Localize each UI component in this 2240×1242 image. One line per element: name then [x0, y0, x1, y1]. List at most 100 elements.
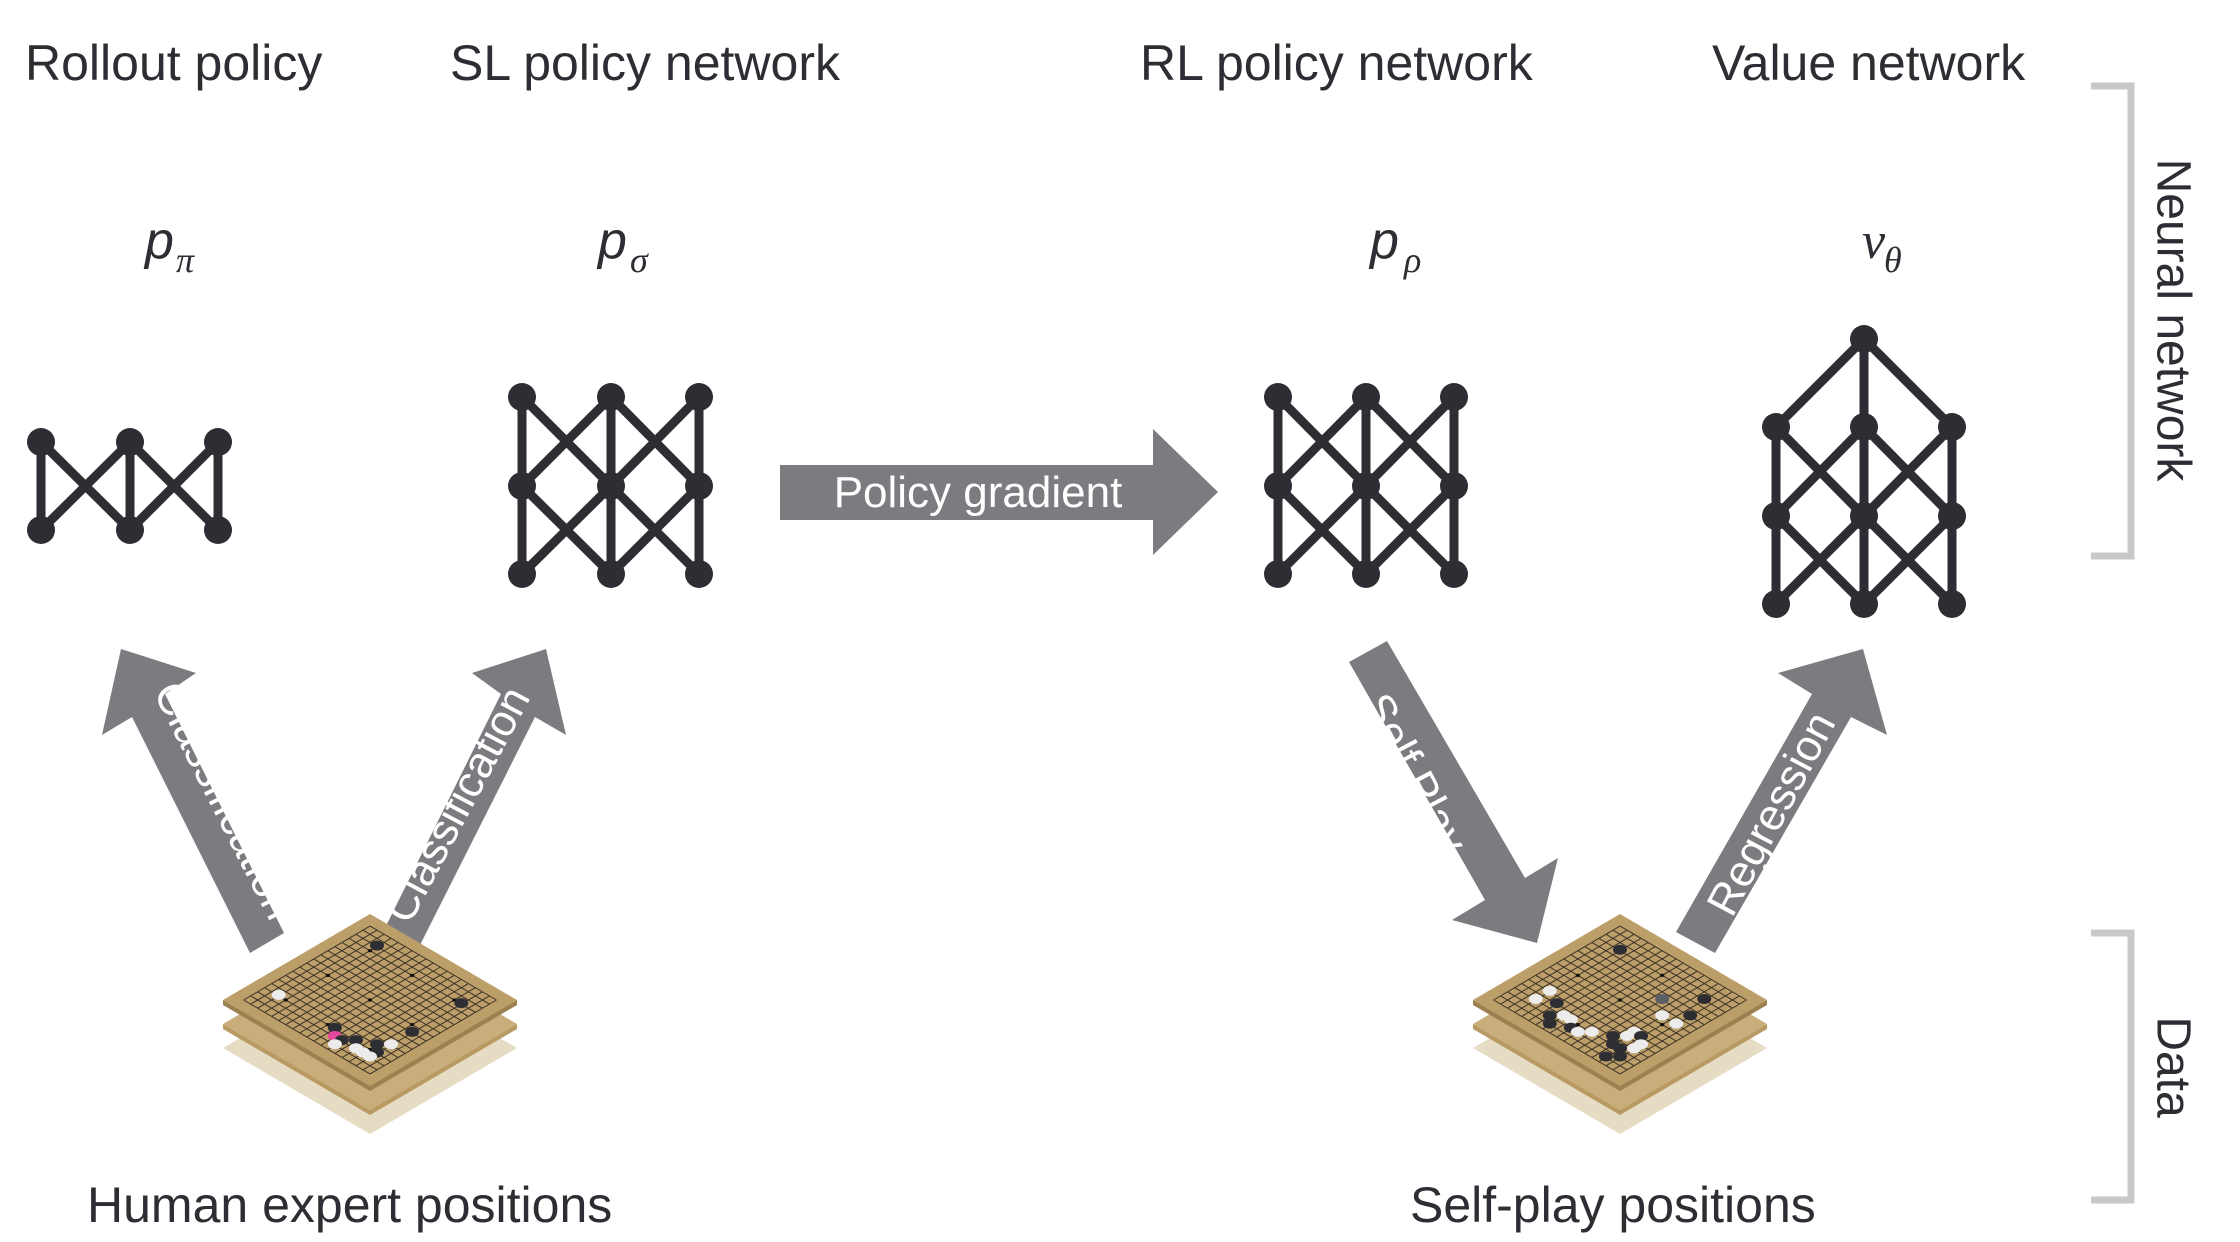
network-output-node — [1850, 325, 1878, 353]
symbol-p-rho: p ρ — [1368, 212, 1421, 280]
data-bracket-line — [2091, 929, 2135, 1204]
network-node — [1264, 560, 1292, 588]
board-grid — [243, 925, 497, 1075]
network-edge — [1860, 423, 1956, 520]
network-node — [597, 472, 625, 500]
go-stone-white — [384, 1039, 399, 1050]
go-stone-black — [348, 1035, 363, 1046]
network-node — [1440, 383, 1468, 411]
network-node — [1440, 472, 1468, 500]
symbol-subscript: π — [176, 240, 195, 280]
classification-arrow-right-shape — [383, 649, 566, 953]
classification-right-label: Classification — [375, 679, 540, 931]
value-network-graph — [1762, 325, 1966, 618]
network-node — [508, 383, 536, 411]
neural-network-bracket-label: Neural network — [2146, 159, 2199, 483]
go-stone-white — [1620, 1030, 1635, 1041]
go-stone-black — [1613, 1051, 1627, 1062]
human-expert-board-stack — [223, 914, 517, 1134]
network-node — [597, 383, 625, 411]
star-point — [283, 998, 288, 1002]
self-play-arrow-shape — [1349, 641, 1558, 943]
go-stone-black — [370, 1039, 385, 1050]
network-node — [1352, 472, 1380, 500]
go-stone-black — [1634, 1030, 1649, 1041]
go-stone-white — [1627, 1043, 1642, 1054]
grid-line — [1612, 995, 1740, 1071]
go-stone-black — [1598, 1051, 1613, 1062]
star-point — [409, 973, 415, 977]
go-stone-white — [363, 1051, 377, 1062]
neural-network-bracket-line — [2091, 82, 2135, 560]
network-node — [508, 560, 536, 588]
network-node — [1850, 590, 1878, 618]
grid-line — [250, 995, 378, 1071]
rollout-policy-network-graph — [27, 428, 232, 544]
network-node — [1938, 590, 1966, 618]
title-sl-policy-network: SL policy network — [450, 35, 841, 91]
go-stone-black — [1613, 944, 1627, 955]
go-stone-white — [1528, 994, 1543, 1004]
network-edge — [1772, 423, 1868, 520]
go-stone-white — [1570, 1026, 1585, 1037]
go-stone-black — [454, 998, 469, 1009]
go-stone-black — [327, 1022, 342, 1033]
data-bracket: Data — [2091, 929, 2199, 1204]
classification-arrow-right: Classification — [375, 649, 566, 953]
star-point — [1617, 998, 1623, 1002]
network-edge — [518, 482, 615, 578]
star-point — [409, 1023, 415, 1027]
go-stone-grey — [1655, 994, 1670, 1004]
go-stone-white — [1669, 1018, 1684, 1029]
network-node — [116, 428, 144, 456]
go-stone-white — [1542, 985, 1557, 996]
network-node — [1352, 383, 1380, 411]
symbol-main: p — [1368, 212, 1399, 270]
network-node — [1264, 472, 1292, 500]
go-stone-white — [1655, 1010, 1670, 1021]
self-play-arrow: Self Play — [1349, 641, 1558, 943]
grid-line — [1619, 999, 1747, 1075]
network-node — [27, 516, 55, 544]
go-stone-black — [405, 1026, 420, 1037]
network-node — [27, 428, 55, 456]
go-stone-black — [1697, 994, 1712, 1004]
self-play-board-stack — [1473, 914, 1767, 1134]
symbol-subscript: ρ — [1403, 240, 1421, 280]
title-rl-policy-network: RL policy network — [1140, 35, 1534, 91]
go-stone-black — [1605, 1030, 1620, 1041]
star-point — [367, 949, 373, 953]
network-node — [1938, 502, 1966, 530]
network-edge — [607, 393, 703, 490]
network-node — [685, 560, 713, 588]
go-stone-black — [1613, 1043, 1627, 1054]
go-stone-black — [1549, 998, 1564, 1009]
star-point — [367, 998, 373, 1002]
go-stone-white — [327, 1039, 342, 1050]
grid-line — [1493, 999, 1621, 1075]
symbol-v-theta: v θ — [1862, 213, 1902, 280]
go-stone-white — [271, 989, 286, 1000]
title-rollout-policy: Rollout policy — [25, 35, 322, 91]
policy-gradient-arrow: Policy gradient — [780, 429, 1218, 555]
symbol-main: p — [596, 212, 627, 270]
network-edge — [126, 438, 222, 534]
regression-arrow: Regression — [1676, 649, 1887, 953]
network-node — [1850, 413, 1878, 441]
data-bracket-label: Data — [2146, 1016, 2199, 1118]
network-edge — [1274, 482, 1370, 578]
star-point — [1659, 973, 1665, 977]
classification-arrow-left-shape — [102, 649, 284, 953]
star-point — [325, 973, 331, 977]
go-stone-white — [1563, 1014, 1578, 1025]
self-play-positions-label: Self-play positions — [1410, 1177, 1816, 1233]
star-point — [1575, 973, 1581, 977]
network-node — [685, 383, 713, 411]
network-edge — [1274, 393, 1370, 490]
network-node — [1762, 502, 1790, 530]
policy-gradient-label: Policy gradient — [834, 468, 1123, 517]
go-stone-black — [1683, 1010, 1698, 1021]
symbol-subscript: θ — [1884, 240, 1902, 280]
network-node — [1352, 560, 1380, 588]
